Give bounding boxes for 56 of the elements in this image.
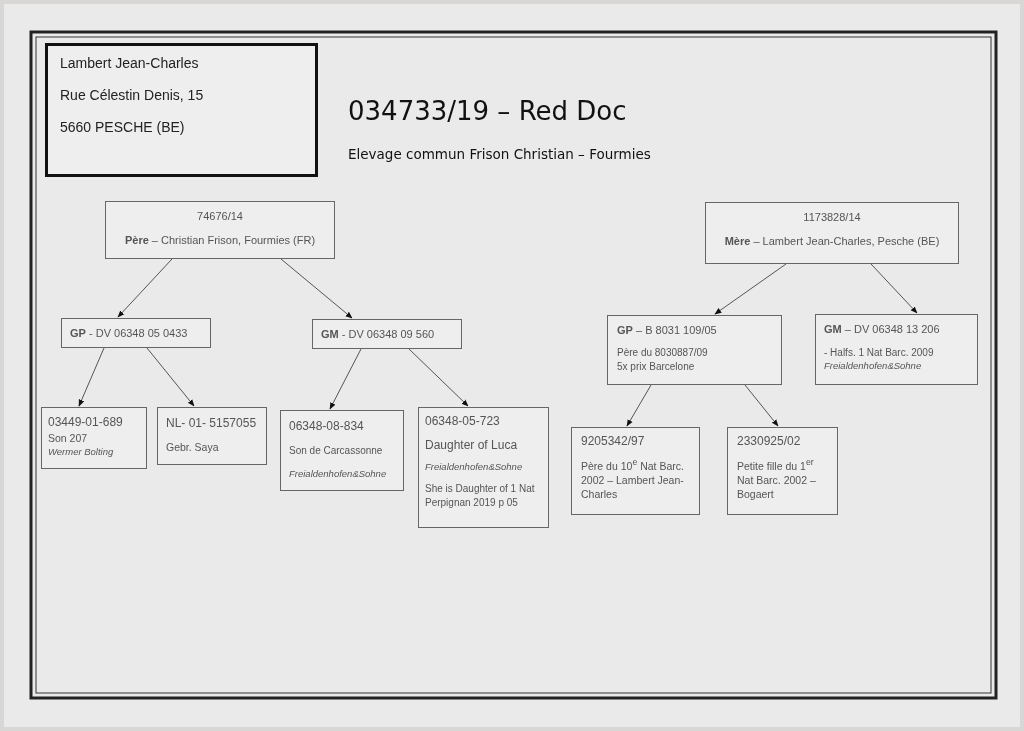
pedigree-box — [705, 202, 959, 264]
description-text: Gebr. Saya — [166, 440, 220, 455]
description-text: 5660 PESCHE (BE) — [60, 117, 186, 137]
pedigree-box — [571, 427, 700, 515]
arrow — [870, 263, 918, 314]
ring-number: GM – DV 06348 13 206 — [824, 322, 941, 337]
pedigree-box — [607, 315, 782, 385]
pedigree-box — [727, 427, 838, 515]
pedigree-box — [157, 407, 267, 465]
ring-number: 74676/14 — [196, 209, 244, 224]
ring-number: 2330925/02 — [737, 433, 802, 450]
arrow — [626, 384, 652, 427]
description-text: Mère – Lambert Jean-Charles, Pesche (BE) — [723, 233, 941, 249]
description-text: Petite fille du 1$^{er}$ Nat Barc. 2002 – Bogaert — [737, 457, 817, 502]
description-text: Daughter of Luca — [425, 437, 519, 454]
subtitle: Elevage commun Frison Christian – Fourmies — [348, 146, 651, 162]
pedigree-title: 034733/19 – Red Doc — [348, 96, 627, 126]
ring-number: Lambert Jean-Charles — [60, 54, 200, 73]
arrow — [117, 258, 173, 318]
arrow — [78, 347, 105, 407]
description-text: Son 207 — [48, 431, 89, 446]
pedigree-box — [815, 314, 978, 385]
pedigree-box — [418, 407, 549, 528]
ring-number: 06348-08-834 — [289, 418, 365, 435]
arrow — [714, 263, 787, 315]
ring-number: 03449-01-689 — [48, 414, 124, 431]
ring-number: GP - DV 06348 05 0433 — [70, 326, 189, 341]
description-text: 5x prix Barcelone — [617, 360, 696, 374]
description-text: Freialdenhofen&Sohne — [425, 461, 524, 475]
pedigree-box — [280, 410, 404, 491]
pedigree-box — [105, 201, 335, 259]
pedigree-box — [312, 319, 462, 349]
description-text: Père du 10$^{e}$ Nat Barc. 2002 – Lambert Jean-Charles — [581, 457, 685, 502]
arrow — [280, 258, 353, 319]
description-text: Freialdenhofen&Sohne — [289, 467, 388, 481]
description-text: Son de Carcassonne — [289, 444, 384, 458]
description-text: Rue Célestin Denis, 15 — [60, 85, 205, 105]
ring-number: 06348-05-723 — [425, 413, 501, 430]
ring-number: 1173828/14 — [802, 210, 862, 225]
pedigree-box — [41, 407, 147, 469]
description-text: Père du 8030887/09 — [617, 345, 709, 360]
ring-number: NL- 01- 5157055 — [166, 415, 258, 432]
description-text: She is Daughter of 1 Nat Perpignan 2019 p 05 — [425, 482, 536, 510]
description-text: Freialdenhofen&Sohne — [824, 360, 923, 374]
description-text: Wermer Bolting — [48, 446, 115, 460]
arrow — [744, 384, 779, 427]
ring-number: GM - DV 06348 09 560 — [321, 327, 436, 342]
description-text: - Halfs. 1 Nat Barc. 2009 — [824, 345, 935, 360]
arrow — [408, 348, 469, 407]
description-text: Père – Christian Frison, Fourmies (FR) — [123, 232, 317, 248]
ring-number: 9205342/97 — [581, 433, 646, 450]
ring-number: GP – B 8031 109/05 — [617, 323, 718, 338]
pedigree-box — [61, 318, 211, 348]
arrow — [146, 347, 195, 407]
address-box — [45, 43, 318, 177]
arrow — [329, 348, 362, 410]
